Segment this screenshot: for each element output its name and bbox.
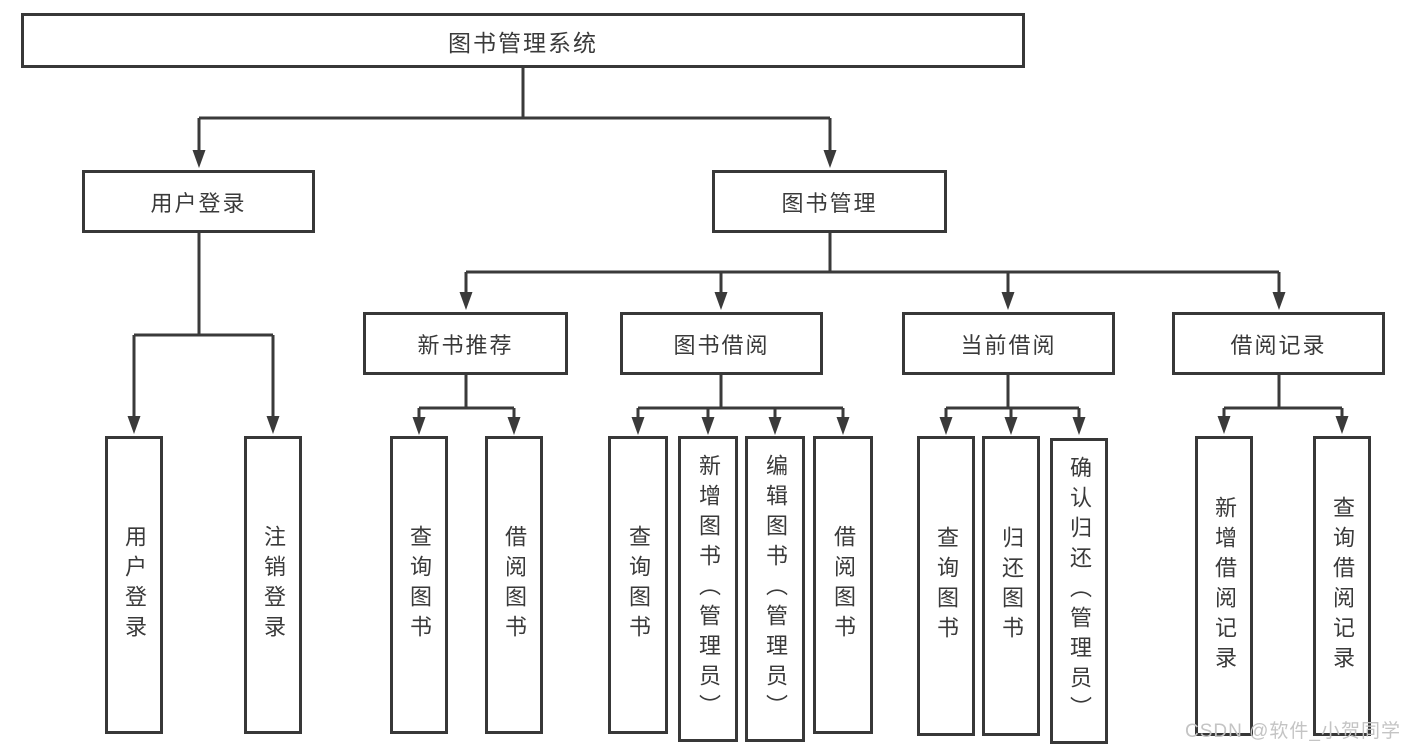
- leaf-confirm-return-admin: 确认归还（管理员）: [1050, 438, 1108, 744]
- leaf-query-book-recommend: 查询图书: [390, 436, 448, 734]
- node-new-book-recommend: 新书推荐: [363, 312, 568, 375]
- leaf-return-book: 归还图书: [982, 436, 1040, 736]
- node-library-system: 图书管理系统: [21, 13, 1025, 68]
- leaf-query-book-current: 查询图书: [917, 436, 975, 736]
- node-borrowing-records: 借阅记录: [1172, 312, 1385, 375]
- leaf-query-book-borrowing: 查询图书: [608, 436, 668, 734]
- node-current-borrowing: 当前借阅: [902, 312, 1115, 375]
- leaf-borrow-book-borrowing: 借阅图书: [813, 436, 873, 734]
- leaf-edit-book-admin: 编辑图书（管理员）: [745, 436, 805, 742]
- leaf-add-borrow-record: 新增借阅记录: [1195, 436, 1253, 736]
- leaf-logout: 注销登录: [244, 436, 302, 734]
- arrowheads: [127, 150, 1349, 435]
- leaf-borrow-book-recommend: 借阅图书: [485, 436, 543, 734]
- leaf-add-book-admin: 新增图书（管理员）: [678, 436, 738, 742]
- leaf-query-borrow-record: 查询借阅记录: [1313, 436, 1371, 736]
- node-user-login: 用户登录: [82, 170, 315, 233]
- node-book-management: 图书管理: [712, 170, 947, 233]
- leaf-user-login: 用户登录: [105, 436, 163, 734]
- node-book-borrowing: 图书借阅: [620, 312, 823, 375]
- csdn-watermark: CSDN @软件_小贺同学: [1185, 721, 1401, 742]
